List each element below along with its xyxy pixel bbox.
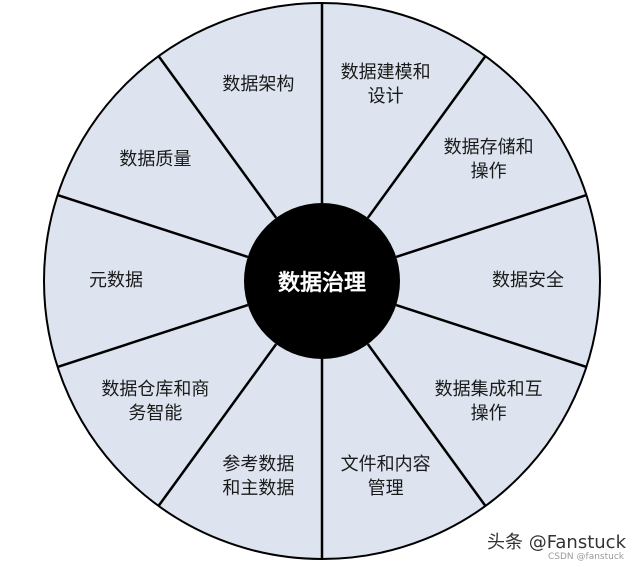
segment-label: 数据安全 — [492, 270, 564, 291]
divider-line — [157, 343, 278, 507]
divider-line — [366, 343, 487, 507]
watermark-sub: CSDN @fanstuck — [548, 552, 624, 562]
segment-label: 数据集成和互 操作 — [434, 379, 543, 425]
segment-label: 数据质量 — [119, 148, 192, 170]
divider-line — [57, 193, 249, 259]
divider-line — [57, 303, 249, 369]
segment-label: 文件和内容 管理 — [340, 453, 431, 499]
segment-label: 数据仓库和商 务智能 — [101, 379, 210, 425]
divider-line — [395, 193, 587, 259]
watermark: 头条 @Fanstuck — [486, 532, 626, 553]
center-hub — [244, 203, 400, 359]
divider-line — [395, 303, 587, 369]
segment-label: 数据建模和 设计 — [340, 62, 431, 108]
divider-line — [157, 55, 278, 219]
segment-label: 数据存储和 操作 — [443, 136, 534, 182]
divider-line — [366, 55, 487, 219]
segment-label: 参考数据 和主数据 — [222, 453, 295, 499]
segment-label: 元数据 — [89, 270, 143, 291]
segment-label: 数据架构 — [222, 74, 295, 96]
center-label: 数据治理 — [277, 271, 367, 296]
segment-dividers — [57, 3, 587, 559]
